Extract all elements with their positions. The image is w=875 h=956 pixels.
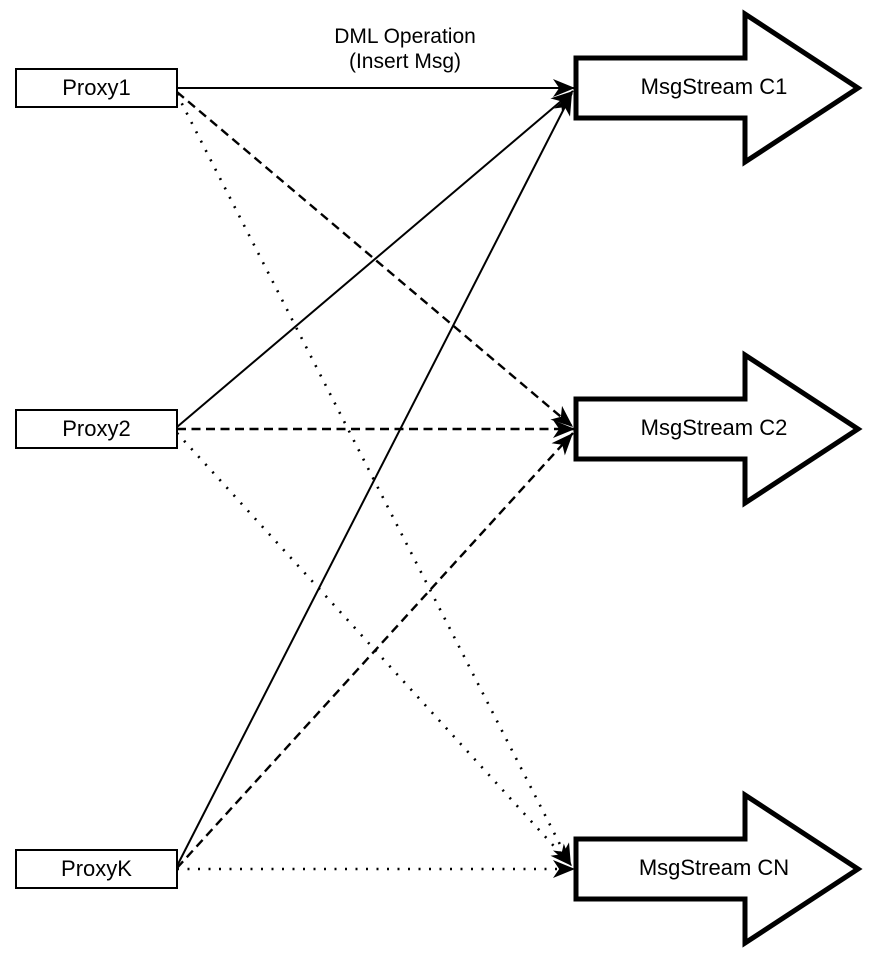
proxy-box-rect — [15, 68, 178, 108]
msgstream-label: MsgStream CN — [639, 855, 789, 880]
proxy-box-rect — [15, 409, 178, 449]
link-proxy2-to-stream_c1 — [176, 90, 574, 428]
edge-annotation: DML Operation (Insert Msg) — [334, 25, 476, 73]
block-arrow-shape — [573, 790, 863, 948]
proxy-node-proxyk[interactable]: ProxyK — [15, 849, 178, 889]
arrowhead-proxyK-to-stream_c2 — [551, 433, 573, 456]
link-proxyK-to-stream_c2 — [176, 432, 574, 869]
block-arrow-shape — [573, 350, 863, 508]
arrowhead-proxy1-to-stream_c2 — [550, 405, 573, 427]
msgstream-node-2[interactable]: MsgStream C2 — [573, 350, 863, 508]
proxy-label: Proxy2 — [62, 416, 130, 441]
block-arrow-shape — [573, 9, 863, 167]
link-proxyK-to-stream_c1 — [176, 92, 573, 867]
proxy-label: Proxy1 — [62, 75, 130, 100]
arrowhead-proxyK-to-stream_cn — [553, 860, 575, 878]
msgstream-node-3[interactable]: MsgStream CN — [573, 790, 863, 948]
msgstream-label: MsgStream C2 — [641, 415, 788, 440]
proxy-node-proxy1[interactable]: Proxy1 — [15, 68, 178, 108]
arrowheads-layer — [550, 79, 575, 878]
msgstream-label: MsgStream C1 — [641, 74, 788, 99]
msgstream-node-1[interactable]: MsgStream C1 — [573, 9, 863, 167]
annotation-line-1: DML Operation — [334, 25, 476, 48]
streams-layer: MsgStream C1 MsgStream C2 MsgStream CN — [573, 9, 863, 948]
proxy-label: ProxyK — [61, 856, 132, 881]
proxy-box-rect — [15, 849, 178, 889]
arrowhead-proxy2-to-stream_c2 — [553, 420, 575, 438]
arrowhead-proxy2-to-stream_cn — [550, 843, 572, 866]
arrowhead-proxy1-to-stream_c1 — [553, 79, 575, 97]
annotation-line-2: (Insert Msg) — [349, 50, 461, 73]
proxy-node-proxy2[interactable]: Proxy2 — [15, 409, 178, 449]
arrowhead-proxy2-to-stream_c1 — [550, 91, 573, 113]
links-layer — [175, 87, 575, 871]
arrowhead-proxyK-to-stream_c1 — [553, 93, 572, 117]
